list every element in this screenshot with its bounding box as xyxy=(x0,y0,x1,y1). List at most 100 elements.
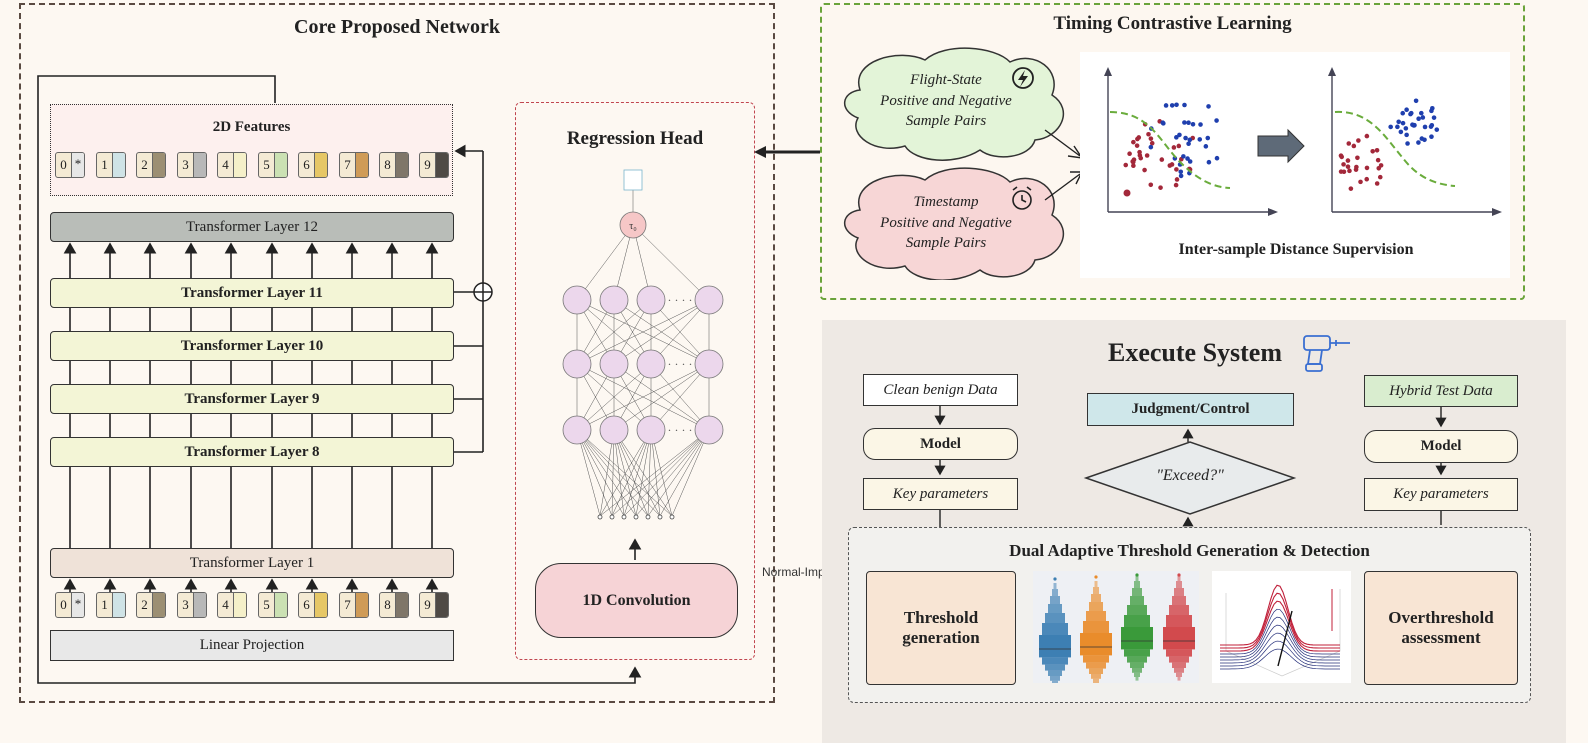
token-swatch xyxy=(435,593,448,617)
nn-node xyxy=(636,415,666,445)
clouds-graphic xyxy=(844,47,1084,280)
token-9: 9 xyxy=(419,592,449,618)
token-4: 4 xyxy=(217,152,247,178)
token-7: 7 xyxy=(339,152,369,178)
token-swatch: * xyxy=(71,593,84,617)
token-swatch xyxy=(274,593,287,617)
token-4: 4 xyxy=(217,592,247,618)
nn-node xyxy=(636,285,666,315)
token-swatch xyxy=(193,153,206,177)
nn-node xyxy=(599,349,629,379)
token-6: 6 xyxy=(298,592,328,618)
overthreshold-assessment-box: Overthreshold assessment xyxy=(1364,571,1518,685)
left-key-parameters-box: Key parameters xyxy=(863,478,1018,510)
token-swatch: * xyxy=(71,153,84,177)
flight-state-line-1: Flight-State xyxy=(910,72,982,88)
flight-state-cloud xyxy=(844,47,1064,161)
token-9: 9 xyxy=(419,152,449,178)
token-8: 8 xyxy=(379,592,409,618)
token-swatch xyxy=(314,593,327,617)
flight-state-line-2: Positive and Negative xyxy=(880,92,1012,109)
transformer-layer-11: Transformer Layer 11 xyxy=(50,278,454,308)
svg-text:· · · ·: · · · · xyxy=(668,423,693,437)
drill-icon xyxy=(1303,335,1350,372)
token-1: 1 xyxy=(96,152,126,178)
transformer-layer-9: Transformer Layer 9 xyxy=(50,384,454,414)
token-0: 0* xyxy=(55,592,85,618)
token-2: 2 xyxy=(136,592,166,618)
regression-head-title: Regression Head xyxy=(566,128,704,149)
features-box xyxy=(50,104,453,196)
token-swatch xyxy=(355,153,368,177)
token-label: 5 xyxy=(263,157,270,172)
exceed-label: "Exceed?" xyxy=(1156,467,1224,484)
token-swatch xyxy=(233,153,246,177)
token-label: 3 xyxy=(182,597,189,612)
token-swatch xyxy=(112,593,125,617)
transformer-layer-1: Transformer Layer 1 xyxy=(50,548,454,578)
regression-head-panel xyxy=(515,102,755,660)
dual-adaptive-title: Dual Adaptive Threshold Generation & Det… xyxy=(1009,541,1370,560)
svg-text:· · · ·: · · · · xyxy=(668,293,693,307)
token-swatch xyxy=(355,593,368,617)
right-model-box: Model xyxy=(1364,430,1518,463)
exceed-decision xyxy=(1083,441,1297,515)
token-swatch xyxy=(395,153,408,177)
overthreshold-line-1: Overthreshold xyxy=(1388,608,1494,627)
alarm-clock-icon xyxy=(1012,186,1032,210)
timestamp-line-2: Positive and Negative xyxy=(880,214,1012,231)
token-label: 2 xyxy=(141,157,148,172)
scatter-area xyxy=(1080,52,1510,278)
token-label: 2 xyxy=(141,597,148,612)
flight-state-text: Flight-State Positive and Negative Sampl… xyxy=(860,70,1032,132)
gaussian-surface-graphic xyxy=(1212,571,1351,683)
nn-node xyxy=(562,285,592,315)
token-label: 1 xyxy=(101,157,108,172)
timestamp-line-3: Sample Pairs xyxy=(905,235,987,251)
transformer-layer-10: Transformer Layer 10 xyxy=(50,331,454,361)
threshold-generation-line-2: generation xyxy=(902,628,980,647)
nn-node xyxy=(562,349,592,379)
token-5: 5 xyxy=(258,152,288,178)
nn-output-node xyxy=(619,211,647,239)
output-node-label: τ₀ xyxy=(629,221,637,232)
token-label: 4 xyxy=(222,157,229,172)
token-swatch xyxy=(112,153,125,177)
token-2: 2 xyxy=(136,152,166,178)
overthreshold-line-2: assessment xyxy=(1401,628,1481,647)
flight-state-line-3: Sample Pairs xyxy=(905,113,987,129)
nn-node xyxy=(694,349,724,379)
timing-contrastive-title: Timing Contrastive Learning xyxy=(1053,13,1292,34)
token-label: 0 xyxy=(60,157,67,172)
svg-text:· · · ·: · · · · xyxy=(668,357,693,371)
scatter-plots xyxy=(1104,67,1502,216)
lightning-icon xyxy=(1012,67,1034,89)
nn-node xyxy=(636,349,666,379)
token-swatch xyxy=(395,593,408,617)
token-label: 5 xyxy=(263,597,270,612)
token-3: 3 xyxy=(177,152,207,178)
token-label: 0 xyxy=(60,597,67,612)
token-swatch xyxy=(314,153,327,177)
token-6: 6 xyxy=(298,152,328,178)
token-label: 6 xyxy=(303,597,310,612)
core-network-title: Core Proposed Network xyxy=(294,16,500,38)
timing-to-regression-arrow xyxy=(754,146,820,158)
execute-system-title: Execute System xyxy=(1107,338,1282,367)
conv1d-block: 1D Convolution xyxy=(535,563,738,638)
token-label: 9 xyxy=(424,597,431,612)
nn-node xyxy=(562,415,592,445)
transformer-layer-12: Transformer Layer 12 xyxy=(50,212,454,242)
token-label: 7 xyxy=(344,157,351,172)
clean-benign-data-box: Clean benign Data xyxy=(863,374,1018,406)
threshold-generation-line-1: Threshold xyxy=(903,608,979,627)
nn-node xyxy=(694,415,724,445)
token-label: 9 xyxy=(424,157,431,172)
timestamp-line-1: Timestamp xyxy=(913,194,979,210)
timestamp-text: Timestamp Positive and Negative Sample P… xyxy=(860,192,1032,254)
token-1: 1 xyxy=(96,592,126,618)
token-swatch xyxy=(193,593,206,617)
token-label: 6 xyxy=(303,157,310,172)
right-arrow-icon xyxy=(1257,128,1305,164)
